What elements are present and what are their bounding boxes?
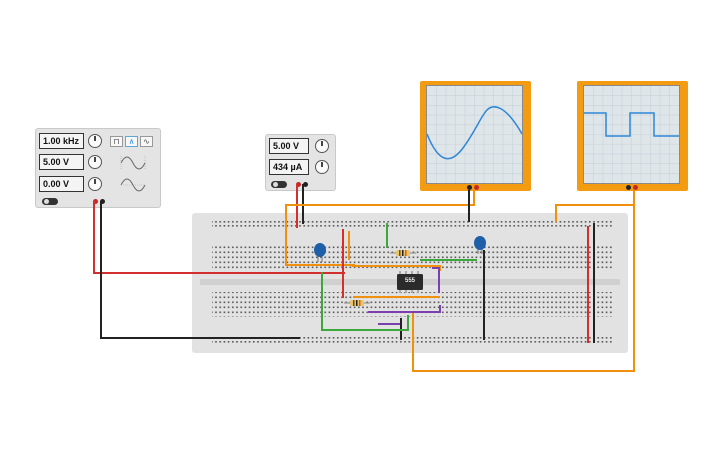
offset-display: 0.00 V xyxy=(39,176,84,192)
function-generator: 1.00 kHz ⊓ ∧ ∿ 5.00 V 0.00 V xyxy=(35,128,161,208)
function-generator-power-toggle[interactable] xyxy=(42,198,58,205)
amplitude-wave-icon xyxy=(120,156,146,170)
capacitor-right[interactable] xyxy=(474,236,486,254)
scope-1-probe-negative[interactable] xyxy=(467,185,472,190)
scope2-orange-wire xyxy=(555,190,635,222)
green-wire-left xyxy=(321,272,409,331)
square-wave-button[interactable]: ⊓ xyxy=(110,136,123,147)
oscilloscope-1 xyxy=(420,81,531,191)
scope2-orange-loop xyxy=(412,205,635,372)
ic-555-label: 555 xyxy=(404,278,415,284)
ps-positive-terminal[interactable] xyxy=(296,182,301,187)
triangle-icon: ∧ xyxy=(128,137,135,146)
offset-wave-icon xyxy=(120,178,146,192)
sine-trace xyxy=(427,86,522,183)
resistor-top[interactable] xyxy=(390,250,416,256)
voltage-display: 5.00 V xyxy=(269,138,309,154)
scope-2-probe-positive[interactable] xyxy=(633,185,638,190)
frequency-knob[interactable] xyxy=(88,134,102,148)
purple-wire-lower xyxy=(368,305,441,313)
purple-wire-right xyxy=(432,267,440,293)
fg-black-wire xyxy=(100,201,300,339)
current-knob[interactable] xyxy=(315,160,329,174)
voltage-knob[interactable] xyxy=(315,139,329,153)
fg-negative-terminal[interactable] xyxy=(100,199,105,204)
scope1-orange-wire xyxy=(285,190,475,266)
amplitude-knob[interactable] xyxy=(88,155,102,169)
ps-negative-terminal[interactable] xyxy=(303,182,308,187)
frequency-display: 1.00 kHz xyxy=(39,133,84,149)
sine-icon: ∿ xyxy=(143,137,150,146)
current-display: 434 µA xyxy=(269,159,309,175)
capacitor-left[interactable] xyxy=(314,243,326,262)
square-icon: ⊓ xyxy=(113,137,120,146)
oscilloscope-2-screen xyxy=(583,85,680,184)
sine-wave-button[interactable]: ∿ xyxy=(140,136,153,147)
amplitude-display: 5.00 V xyxy=(39,154,84,170)
triangle-wave-button[interactable]: ∧ xyxy=(125,136,138,147)
oscilloscope-1-screen xyxy=(426,85,523,184)
scope-2-probe-negative[interactable] xyxy=(626,185,631,190)
oscilloscope-2 xyxy=(577,81,688,191)
ic-555[interactable] xyxy=(397,271,423,293)
power-supply: 5.00 V 434 µA xyxy=(265,134,336,191)
resistor-bottom[interactable] xyxy=(344,300,370,306)
power-supply-toggle[interactable] xyxy=(271,181,287,188)
square-trace xyxy=(584,86,679,183)
fg-red-wire xyxy=(93,201,345,274)
offset-knob[interactable] xyxy=(88,177,102,191)
fg-positive-terminal[interactable] xyxy=(93,199,98,204)
scope-1-probe-positive[interactable] xyxy=(474,185,479,190)
